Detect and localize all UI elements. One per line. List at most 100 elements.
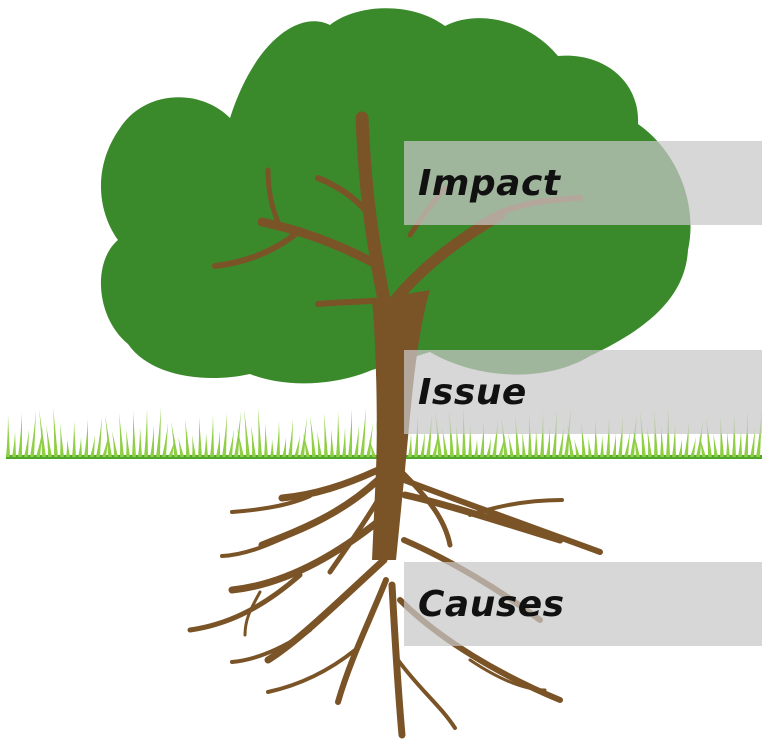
grass-blade <box>630 413 637 457</box>
grass-blade <box>420 431 425 457</box>
grass-blade <box>234 411 241 457</box>
grass-blade <box>678 439 682 457</box>
grass-blade <box>150 425 154 457</box>
grass-blade <box>726 431 730 457</box>
grass-blade <box>317 431 322 457</box>
grass-blade <box>324 413 328 457</box>
branch <box>355 111 392 312</box>
grass-blade <box>102 433 109 457</box>
root <box>230 628 312 664</box>
grass-blade <box>171 421 178 457</box>
grass-blade <box>414 415 418 457</box>
grass-blade <box>336 411 340 457</box>
grass-blade <box>204 433 208 457</box>
root <box>220 528 302 558</box>
grass-blade <box>633 429 640 457</box>
grass-blade <box>228 429 234 457</box>
grass-blade <box>732 413 736 457</box>
grass-blade <box>330 429 334 457</box>
root <box>230 494 312 514</box>
grass-blade <box>360 407 366 457</box>
grass-blade <box>699 435 706 457</box>
grass-blade <box>90 435 95 457</box>
grass-blade <box>342 427 346 457</box>
grass-blade <box>303 433 310 457</box>
grass-blade <box>216 431 220 457</box>
grass-blade <box>696 419 703 457</box>
grass-blade <box>18 413 22 457</box>
grass-blade <box>354 425 359 457</box>
root <box>401 477 603 555</box>
tree-trunk-and-roots <box>187 111 603 739</box>
tree-canopy <box>100 8 691 384</box>
grass-blade <box>178 437 184 457</box>
grass-blade <box>300 417 307 457</box>
grass-blade <box>498 435 505 457</box>
branch <box>257 217 377 267</box>
grass-blade <box>369 439 376 457</box>
impact-label: Impact <box>418 162 561 204</box>
grass-blade <box>588 437 592 457</box>
grass-blade <box>348 409 352 457</box>
grass-blade <box>744 411 748 457</box>
root <box>396 658 457 730</box>
grass-blade <box>528 413 532 457</box>
grass-blade <box>251 425 256 457</box>
tree-roots <box>187 466 603 739</box>
grass-blade <box>288 419 293 457</box>
root <box>187 572 303 633</box>
grass-blade <box>270 439 274 457</box>
root <box>397 467 453 548</box>
grass-blade <box>126 429 130 457</box>
grass-blade <box>192 435 196 457</box>
branch <box>315 297 388 307</box>
grass-blade <box>12 431 16 457</box>
grass-blade <box>112 431 118 457</box>
grass-blade <box>558 425 564 457</box>
root <box>401 491 564 544</box>
grass-blade <box>366 423 373 457</box>
grass-blade <box>185 419 190 457</box>
grass-blade <box>24 429 29 457</box>
grass-blade <box>258 407 262 457</box>
branch <box>265 167 283 229</box>
issue-label: Issue <box>418 371 527 413</box>
grass-blade <box>78 437 82 457</box>
grass-blade <box>264 423 268 457</box>
causes-label-band: Causes <box>404 562 762 646</box>
grass-blade <box>132 411 136 457</box>
grass-blade <box>408 433 412 457</box>
root <box>388 581 406 739</box>
grass-blade <box>624 431 630 457</box>
grass-blade <box>534 429 538 457</box>
grass-blade <box>426 413 432 457</box>
grass-blade <box>282 437 286 457</box>
root <box>468 658 547 692</box>
impact-label-band: Impact <box>404 141 762 225</box>
grass-blade <box>39 409 46 457</box>
grass-blade <box>432 429 439 457</box>
causes-label: Causes <box>418 583 565 625</box>
grass-blade <box>310 415 316 457</box>
grass-blade <box>276 421 280 457</box>
root <box>327 497 381 575</box>
grass-blade <box>713 433 718 457</box>
branch <box>315 175 368 213</box>
grass-blade <box>66 439 70 457</box>
grass-blade <box>546 427 550 457</box>
grass-blade <box>162 423 168 457</box>
grass-blade <box>72 421 76 457</box>
grass-blade <box>486 437 491 457</box>
grass-blade <box>53 407 58 457</box>
grass-blade <box>552 409 557 457</box>
grass-blade <box>96 417 102 457</box>
grass-blade <box>508 433 514 457</box>
grass-blade <box>474 439 478 457</box>
root <box>468 498 564 517</box>
grass-blade <box>46 425 52 457</box>
grass-blade <box>468 423 472 457</box>
grass-blade <box>84 419 88 457</box>
grass-blade <box>156 407 161 457</box>
